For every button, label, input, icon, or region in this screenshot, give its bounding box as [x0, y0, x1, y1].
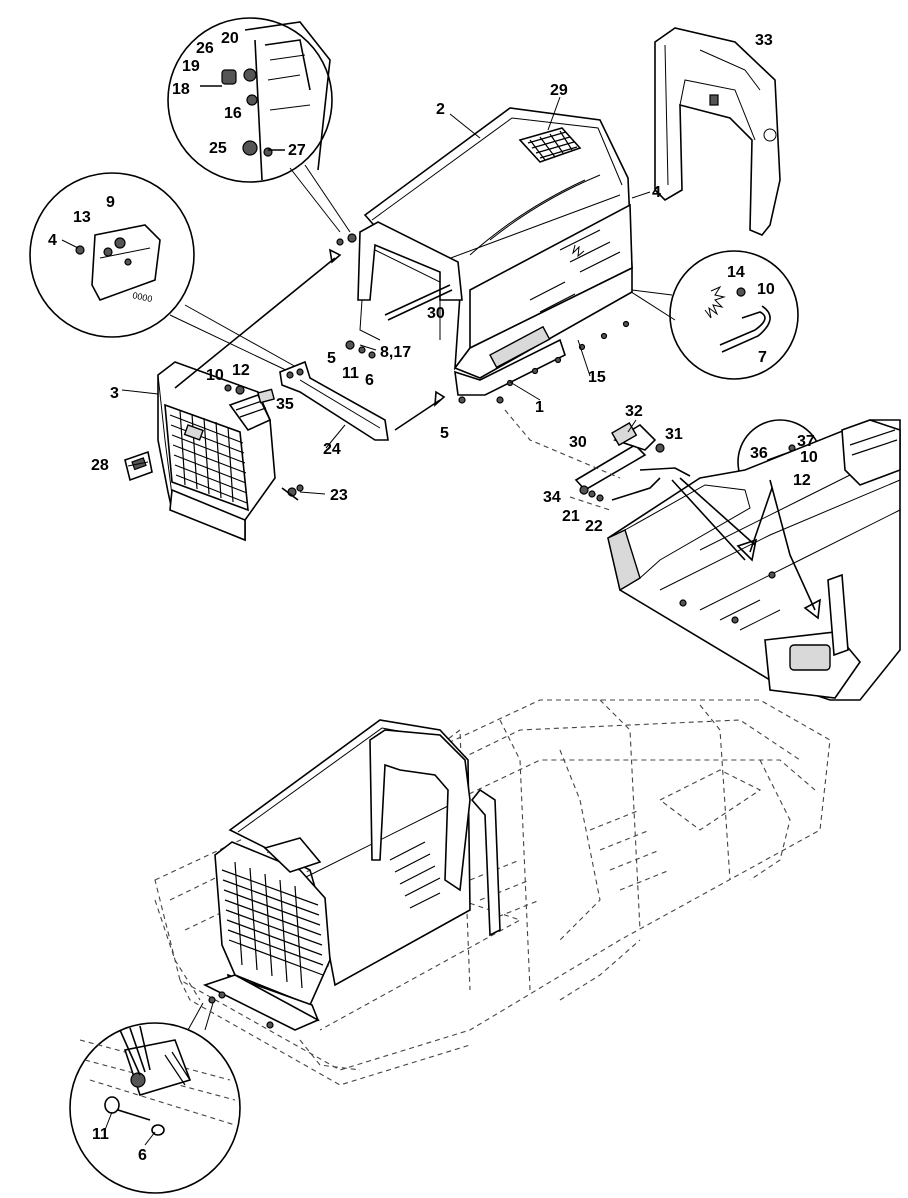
detail-circle-handle [669, 250, 799, 380]
grille-fasteners [224, 384, 304, 501]
gas-strut-assembly [574, 422, 691, 502]
callout-13: 13 [73, 209, 91, 226]
front-grille [124, 361, 276, 542]
callout-12-latch: 12 [793, 472, 811, 489]
callout-27: 27 [288, 142, 306, 159]
callout-10-grille: 10 [206, 367, 224, 384]
callout-11-upper: 11 [342, 365, 359, 382]
callout-22: 22 [585, 518, 603, 535]
callout-29: 29 [550, 82, 568, 99]
callout-28: 28 [91, 457, 109, 474]
callout-36: 36 [750, 445, 768, 462]
callout-25: 25 [209, 140, 227, 157]
callout-12-grille: 12 [232, 362, 250, 379]
callout-32: 32 [625, 403, 643, 420]
callout-21: 21 [562, 508, 580, 525]
callout-30-strut: 30 [569, 434, 587, 451]
chassis-frame-isometric [607, 419, 901, 701]
callout-4-left: 4 [48, 232, 57, 249]
callout-23: 23 [330, 487, 348, 504]
callout-34: 34 [543, 489, 561, 506]
callout-20: 20 [221, 30, 239, 47]
callout-35: 35 [276, 396, 294, 413]
callout-leaders [61, 96, 651, 1146]
callout-18: 18 [172, 81, 190, 98]
callout-7: 7 [758, 349, 767, 366]
callout-6-upper: 6 [365, 372, 374, 389]
detail-circle-pivot [69, 1022, 241, 1194]
callout-5-lower: 5 [440, 425, 449, 442]
callout-2: 2 [436, 101, 445, 118]
hood-vent-grille [518, 127, 582, 163]
callout-24: 24 [323, 441, 341, 458]
callout-30-upper: 30 [427, 305, 445, 322]
callout-8-17: 8,17 [380, 344, 411, 361]
hood-assembly [336, 107, 633, 404]
callout-31: 31 [665, 426, 683, 443]
callout-9: 9 [106, 194, 115, 211]
callout-26: 26 [196, 40, 214, 57]
callout-4-right: 4 [652, 184, 661, 201]
callout-37: 37 [797, 433, 815, 450]
callout-11-lower: 11 [92, 1126, 109, 1143]
decal-text: 0000 [132, 290, 154, 304]
callout-10-latch: 10 [800, 449, 818, 466]
callout-5-upper: 5 [327, 350, 336, 367]
rear-fender-cowl [654, 27, 781, 236]
callout-3: 3 [110, 385, 119, 402]
machine-assembly-bottom [154, 699, 831, 1086]
callout-1: 1 [535, 399, 544, 416]
callout-33: 33 [755, 32, 773, 49]
callout-16: 16 [224, 105, 242, 122]
callout-6-lower: 6 [138, 1147, 147, 1164]
support-bracket [257, 360, 389, 441]
detail-circle-bracket: 0000 [29, 172, 195, 338]
callout-19: 19 [182, 58, 200, 75]
callout-15: 15 [588, 369, 606, 386]
callout-labels: 20 26 19 18 16 25 27 2 29 33 4 9 13 4 14… [48, 30, 818, 1164]
callout-10-right: 10 [757, 281, 775, 298]
callout-14: 14 [727, 264, 745, 281]
detail-circle-hood-latch [167, 17, 333, 183]
